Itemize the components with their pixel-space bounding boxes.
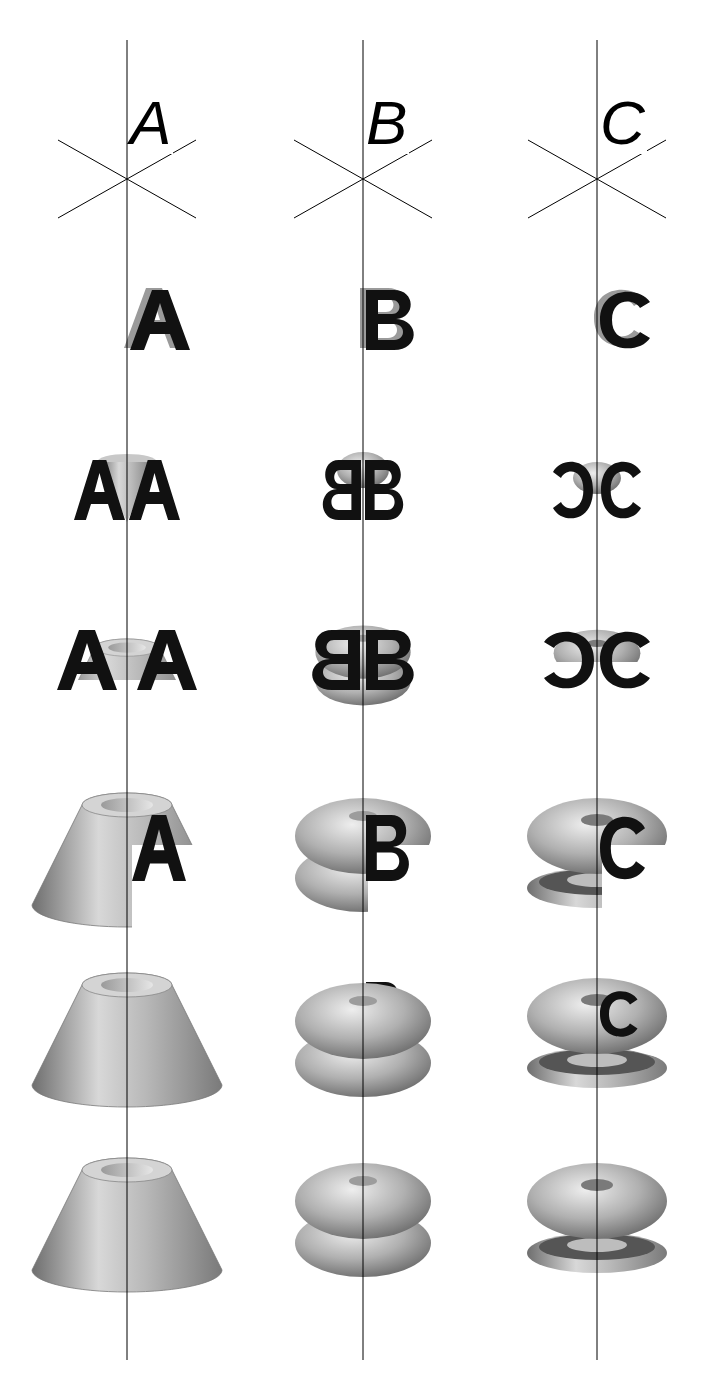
profile-letter: C xyxy=(598,92,647,154)
rotation-axis xyxy=(127,40,597,1360)
profile-letter: B xyxy=(364,92,409,154)
mirrored-letters xyxy=(74,452,641,522)
nearly-full-surfaces xyxy=(32,973,670,1107)
profile-letter: A xyxy=(128,92,173,154)
half-shells xyxy=(57,626,650,736)
extruded-letter xyxy=(124,288,650,350)
